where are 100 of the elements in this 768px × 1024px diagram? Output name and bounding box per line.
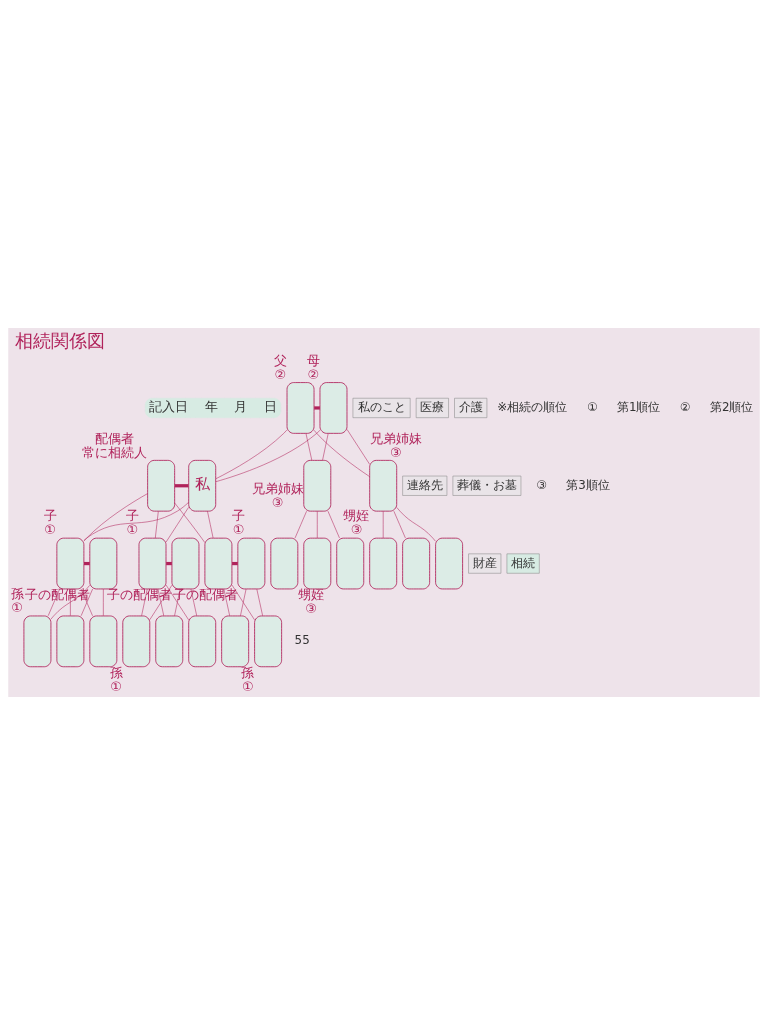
label: 第1順位 bbox=[616, 399, 661, 414]
node-label: 配偶者 bbox=[95, 430, 135, 446]
connector bbox=[382, 510, 384, 538]
connector bbox=[166, 561, 172, 565]
node-box bbox=[23, 615, 52, 667]
node-label: 子 bbox=[125, 507, 139, 523]
node-box bbox=[56, 615, 85, 667]
node-box bbox=[204, 537, 233, 589]
node-label: ③ bbox=[271, 494, 284, 510]
node-box bbox=[237, 537, 266, 589]
node-label: ② bbox=[274, 366, 287, 382]
connector bbox=[215, 429, 321, 482]
node-box bbox=[122, 615, 151, 667]
node-label: 子の配偶者 bbox=[24, 586, 90, 602]
connector bbox=[50, 584, 90, 619]
connector bbox=[231, 584, 255, 620]
connector bbox=[396, 506, 436, 542]
connector bbox=[294, 510, 307, 538]
connector bbox=[190, 588, 197, 616]
node-label: 子 bbox=[43, 507, 57, 523]
connector bbox=[322, 432, 329, 460]
node-box bbox=[155, 615, 184, 667]
node-box: 介護 bbox=[454, 397, 488, 418]
node-box bbox=[171, 537, 200, 589]
node-box: 連絡先 bbox=[402, 475, 448, 496]
connector bbox=[215, 429, 288, 479]
label: 第2順位 bbox=[709, 399, 754, 414]
node-label: ③ bbox=[305, 600, 317, 616]
node-label: ① bbox=[242, 678, 254, 694]
node-box: 医療 bbox=[415, 397, 449, 418]
node-box bbox=[369, 459, 398, 512]
node-label: ① bbox=[11, 599, 23, 615]
node-box: 私 bbox=[188, 459, 217, 512]
node-box bbox=[89, 615, 118, 667]
node-label: ② bbox=[307, 366, 320, 382]
node-box bbox=[254, 615, 283, 667]
connector bbox=[149, 584, 173, 620]
connector bbox=[83, 501, 189, 541]
connector bbox=[314, 405, 320, 410]
connector bbox=[155, 510, 159, 538]
connector bbox=[256, 588, 263, 616]
connector bbox=[305, 432, 313, 460]
node-box bbox=[270, 537, 299, 589]
node-box: 財産 bbox=[468, 553, 502, 574]
node-label: 兄弟姉妹 bbox=[369, 430, 422, 446]
node-label: 父 bbox=[273, 352, 287, 368]
node-label: ③ bbox=[390, 444, 402, 460]
connector bbox=[327, 510, 340, 538]
label: ③ bbox=[536, 477, 547, 492]
node-box: 相続 bbox=[506, 553, 540, 574]
connector bbox=[207, 510, 214, 538]
node-box bbox=[89, 537, 118, 589]
connector bbox=[157, 588, 165, 616]
node-box bbox=[188, 615, 217, 667]
node-label: ① bbox=[126, 521, 139, 537]
node-label: 常に相続人 bbox=[82, 444, 148, 460]
connector bbox=[84, 561, 90, 565]
node-label: 孫 bbox=[109, 664, 123, 680]
connector bbox=[232, 561, 238, 565]
node-box bbox=[336, 537, 365, 589]
connector bbox=[223, 588, 230, 616]
node-label: 甥姪 bbox=[298, 586, 325, 602]
node-label: 母 bbox=[306, 352, 320, 368]
label: ② bbox=[679, 399, 691, 414]
node-box bbox=[56, 537, 85, 589]
label: 55 bbox=[294, 632, 310, 647]
node-box bbox=[221, 615, 250, 667]
node-box bbox=[147, 459, 176, 512]
node-label: ③ bbox=[350, 521, 363, 537]
label: ① bbox=[586, 399, 598, 414]
connector bbox=[317, 510, 318, 538]
node-label: 兄弟姉妹 bbox=[251, 480, 304, 496]
node-box bbox=[435, 537, 464, 589]
node-box bbox=[402, 537, 431, 589]
node-label: 子の配偶者 bbox=[172, 586, 238, 602]
connector bbox=[346, 428, 370, 465]
node-box: 葬儀・お墓 bbox=[452, 475, 522, 496]
node-label: ① bbox=[232, 521, 245, 537]
connector bbox=[393, 510, 406, 538]
connector bbox=[174, 502, 206, 543]
diagram-title: 相続関係図 bbox=[15, 329, 106, 351]
connector bbox=[141, 588, 148, 616]
node-box: 私のこと bbox=[352, 397, 411, 418]
connector bbox=[240, 588, 247, 616]
node-box bbox=[303, 537, 332, 589]
node-box bbox=[286, 381, 315, 434]
connector bbox=[165, 584, 189, 620]
node-box bbox=[369, 537, 398, 589]
node-label: 孫 bbox=[10, 585, 24, 601]
node-box bbox=[138, 537, 167, 589]
connector bbox=[70, 588, 71, 616]
node-label: 子の配偶者 bbox=[106, 586, 172, 602]
node-label: ① bbox=[44, 521, 56, 537]
node-label: ① bbox=[110, 678, 122, 694]
node-box bbox=[319, 381, 348, 434]
connector bbox=[313, 429, 370, 477]
node-box bbox=[303, 459, 332, 512]
node-label: 子 bbox=[232, 507, 246, 523]
connector bbox=[80, 588, 93, 616]
connector bbox=[47, 588, 60, 616]
